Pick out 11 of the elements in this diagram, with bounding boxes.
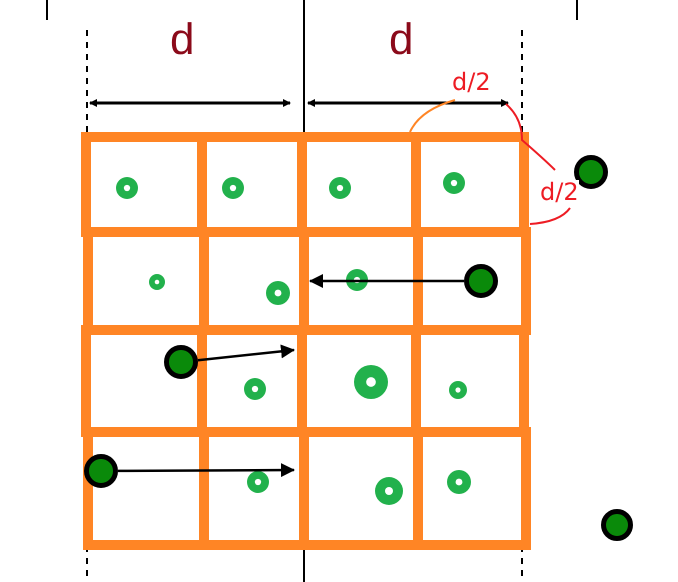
particle-dot [164,345,198,379]
handwritten-label: d/2 [452,70,491,94]
dimension-label: d [389,18,414,62]
dimension-label: d [170,18,194,62]
arrow [309,274,464,288]
particle-dot [84,454,118,488]
arrow [118,463,295,478]
particle-dot [601,509,633,541]
arrow [198,344,295,362]
particle-dot [464,264,498,298]
handwritten-label: d/2 [540,180,579,204]
